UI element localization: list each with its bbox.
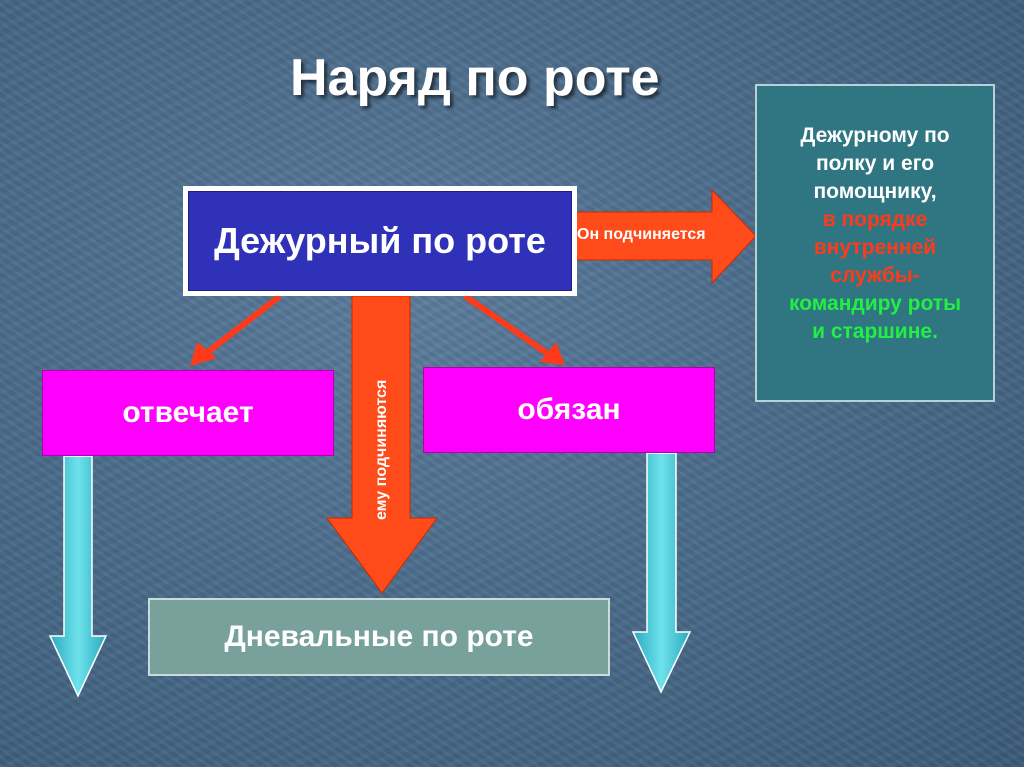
arrow-down-subordinates — [326, 295, 438, 594]
duty-officer-box: Дежурный по роте — [183, 186, 577, 296]
arrow-diagonal-right — [463, 293, 565, 365]
arrow-diagonal-left — [190, 293, 282, 366]
info-box: Дежурному по полку и его помощнику, в по… — [755, 84, 995, 402]
duty-officer-label: Дежурный по роте — [188, 191, 572, 291]
info-line-3: помощнику, — [813, 180, 937, 203]
arrow-down-left-cyan — [48, 455, 108, 698]
info-line-1: Дежурному по — [800, 124, 950, 147]
arrow-down-right-cyan — [631, 452, 692, 694]
responsible-label: отвечает — [122, 396, 254, 429]
info-line-4: в порядке — [822, 208, 928, 231]
label-subordinate-to-him: ему подчиняются — [373, 379, 390, 520]
info-line-6: службы- — [830, 264, 920, 287]
arrow-right-subordinate — [573, 188, 757, 285]
obliged-label: обязан — [517, 393, 621, 426]
info-line-7: командиру роты — [788, 292, 962, 315]
orderlies-box: Дневальные по роте — [148, 598, 610, 676]
info-line-2: полку и его — [815, 152, 935, 175]
info-line-5: внутренней — [813, 236, 937, 259]
orderlies-label: Дневальные по роте — [224, 620, 534, 653]
obliged-box: обязан — [423, 367, 715, 453]
label-he-subordinates: Он подчиняется — [577, 226, 706, 243]
info-line-8: и старшине. — [812, 320, 938, 343]
slide-title: Наряд по роте — [290, 49, 660, 107]
responsible-box: отвечает — [42, 370, 334, 456]
